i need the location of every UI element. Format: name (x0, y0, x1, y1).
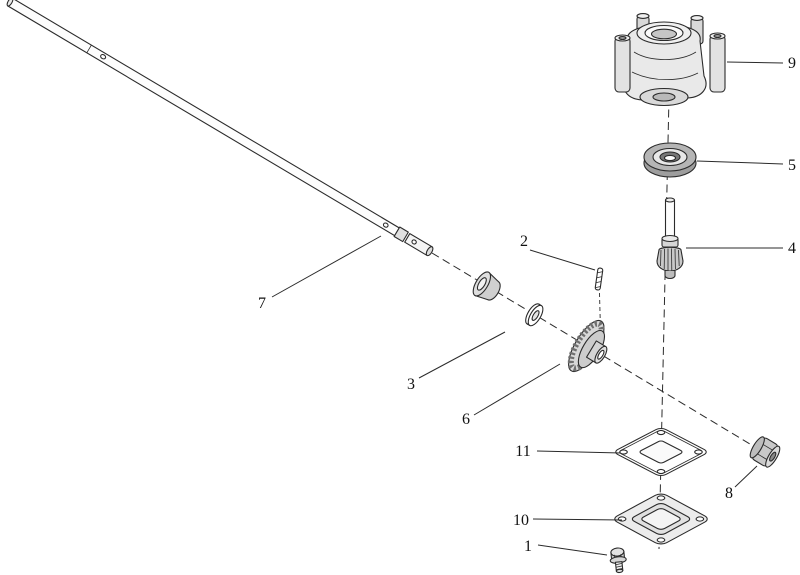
gear-bore (597, 349, 605, 360)
bearing (643, 142, 697, 178)
leader-9 (726, 61, 784, 64)
bushing (472, 271, 501, 301)
drive-shaft (6, 0, 434, 257)
thrust-washer (525, 303, 544, 327)
bearing-bore (663, 154, 677, 162)
callout-10: 10 (513, 512, 529, 529)
gasket-opening (638, 440, 683, 464)
leader-lines (271, 61, 784, 556)
hex-plug (749, 436, 781, 468)
housing-bore (650, 28, 678, 40)
pinion-shaft (656, 197, 684, 280)
cover-hole (656, 537, 667, 543)
callout-8: 8 (725, 485, 733, 502)
cover-hole (695, 516, 706, 522)
leader-1 (537, 544, 608, 556)
leader-10 (532, 518, 623, 521)
callout-1: 1 (524, 538, 532, 555)
leader-3 (418, 331, 506, 379)
housing-post-left (614, 36, 631, 93)
shaft-collar (393, 226, 409, 243)
leader-2 (529, 249, 596, 271)
leader-5 (696, 160, 784, 165)
leader-11 (536, 450, 622, 454)
callout-3: 3 (407, 376, 415, 393)
gasket-hole (656, 469, 667, 475)
plug-bore (769, 451, 777, 462)
cover-hole (656, 495, 667, 501)
callout-labels: 1 2 3 4 5 6 7 8 9 10 11 (258, 55, 796, 555)
gearbox-housing (614, 13, 726, 107)
callout-2: 2 (520, 233, 528, 250)
pinion-gear (656, 246, 684, 272)
shaft-hole (100, 53, 107, 60)
callout-5: 5 (788, 157, 796, 174)
bevel-gear (567, 319, 608, 373)
leader-6 (473, 363, 561, 416)
gasket-hole (656, 430, 667, 436)
callout-6: 6 (462, 411, 470, 428)
washer-hole (531, 310, 540, 321)
bolt (609, 547, 627, 574)
leader-7 (271, 235, 382, 298)
housing-post-right (709, 34, 726, 93)
callout-4: 4 (788, 240, 796, 257)
gasket-hole (693, 449, 704, 455)
roll-pin (594, 267, 604, 291)
leader-8 (734, 465, 758, 488)
shaft-hole-end (382, 222, 389, 228)
cover-plate (612, 492, 711, 545)
gasket (613, 427, 709, 477)
pinion-tip (664, 270, 676, 280)
bolt-head (610, 547, 625, 557)
callout-9: 9 (788, 55, 796, 72)
callout-7: 7 (258, 295, 266, 312)
callout-11: 11 (515, 443, 530, 460)
